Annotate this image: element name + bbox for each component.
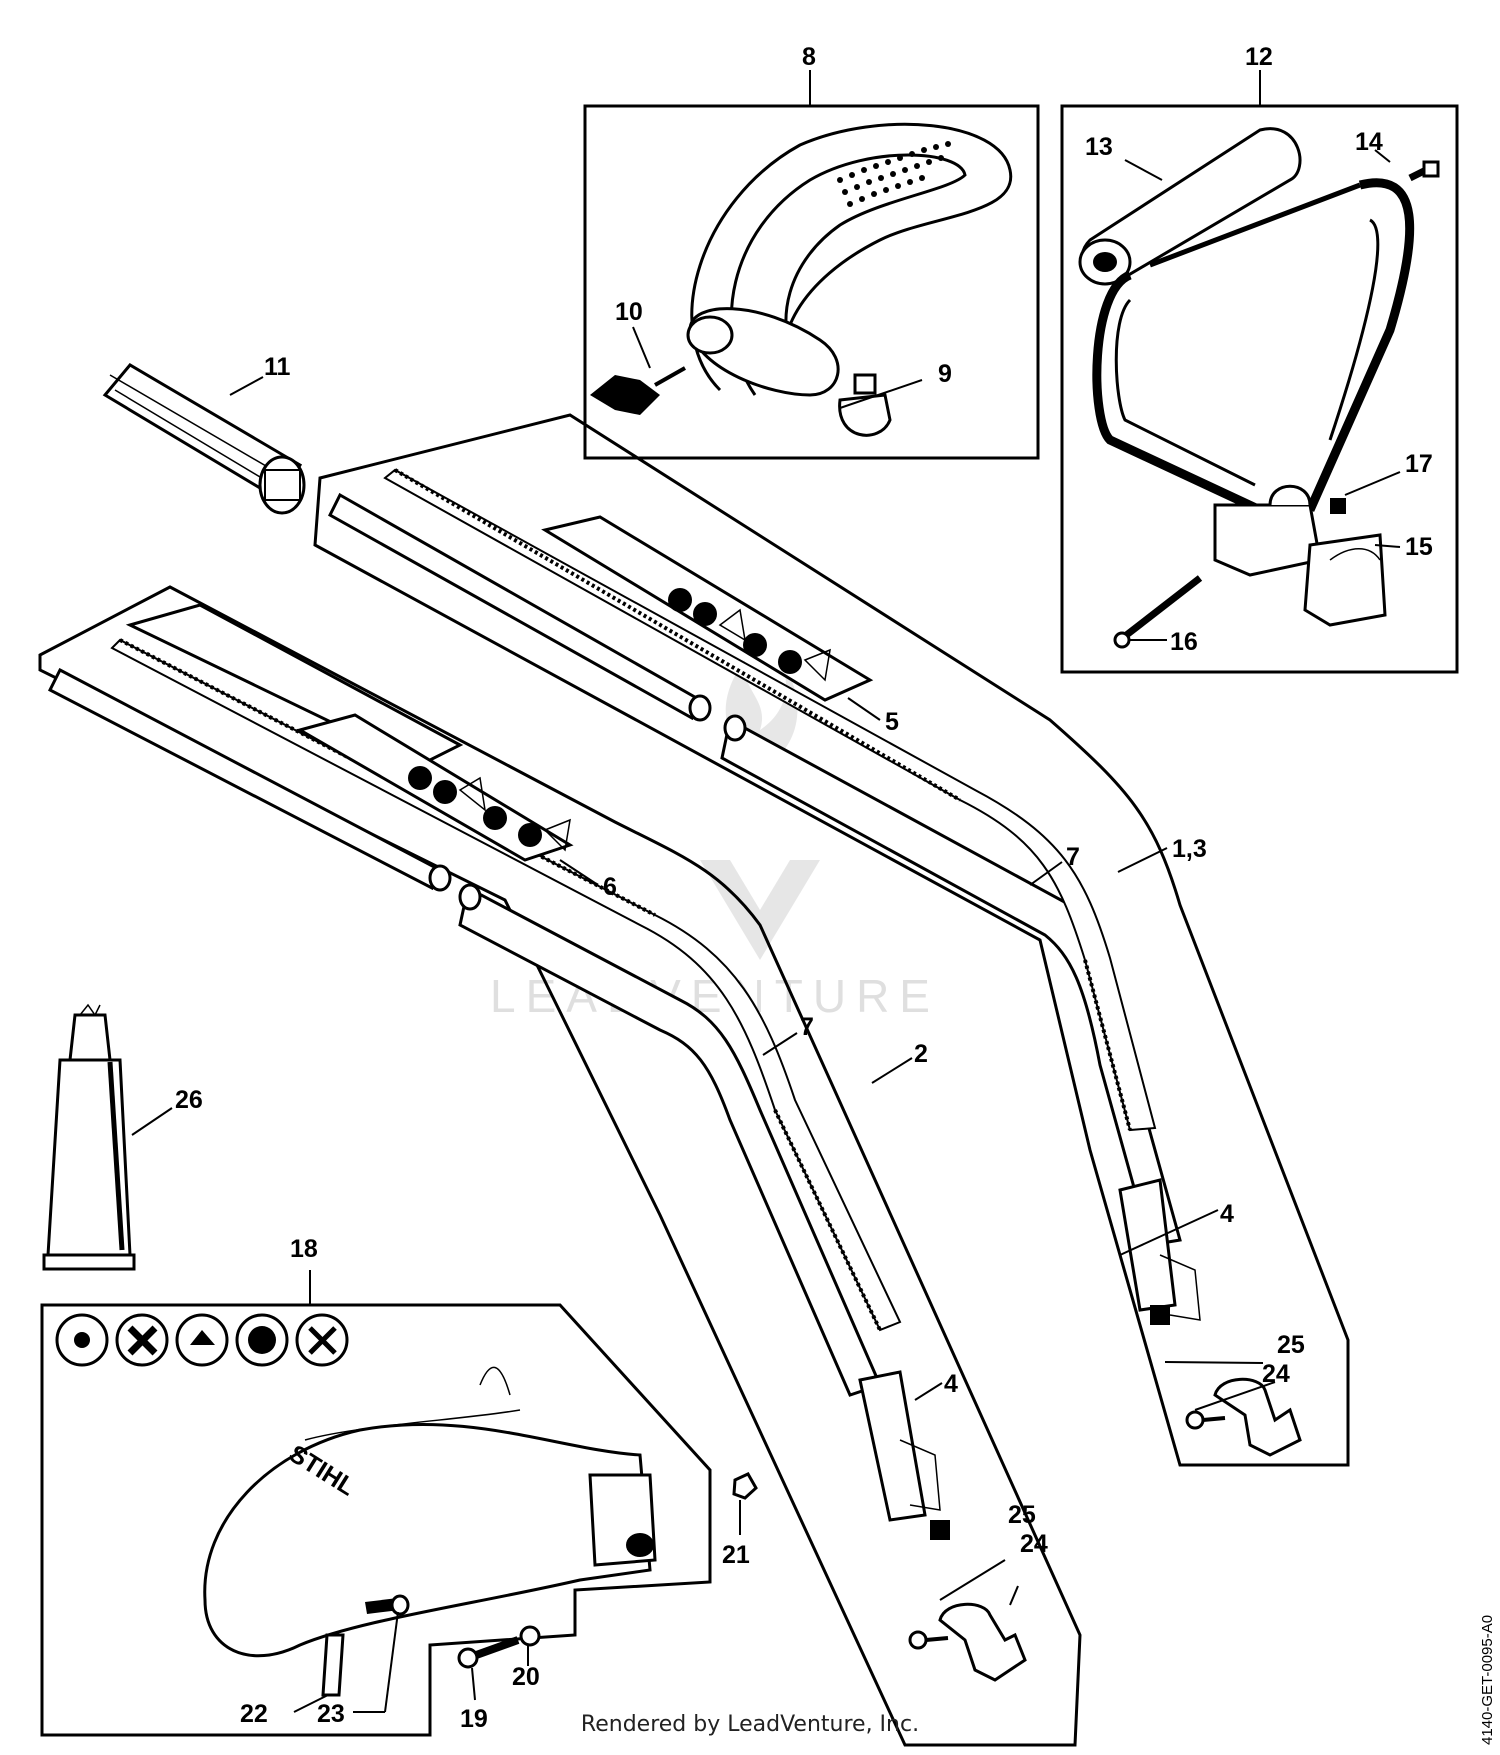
cutting-tool-icons <box>55 1313 349 1367</box>
label-6: 6 <box>603 873 617 901</box>
label-24-upper: 24 <box>1262 1360 1290 1388</box>
two-hand-handle-kit-box <box>1060 70 1459 674</box>
label-24-lower: 24 <box>1020 1530 1048 1558</box>
label-17: 17 <box>1405 450 1433 478</box>
tube-kit-lower-outline <box>38 585 1082 1747</box>
tube-kit-upper-outline <box>313 413 1350 1467</box>
label-11: 11 <box>264 353 291 381</box>
hose-part <box>102 363 306 515</box>
deflector-kit-box-outline <box>40 1303 712 1737</box>
label-2: 2 <box>914 1040 928 1068</box>
label-14: 14 <box>1355 128 1383 156</box>
label-15: 15 <box>1405 533 1433 561</box>
leader-lines <box>131 149 1401 1713</box>
label-4-upper: 4 <box>1220 1200 1234 1228</box>
label-26: 26 <box>175 1086 203 1114</box>
label-23: 23 <box>317 1700 345 1728</box>
diagram-code: 4140-GET-0095-A0 <box>1479 1615 1496 1745</box>
label-7-upper: 7 <box>1066 843 1080 871</box>
label-9: 9 <box>938 360 952 388</box>
loop-handle-kit-box <box>583 70 1040 460</box>
label-25-upper: 25 <box>1277 1331 1305 1359</box>
label-5: 5 <box>885 708 899 736</box>
label-10: 10 <box>615 298 643 326</box>
label-8: 8 <box>802 43 816 71</box>
label-12: 12 <box>1245 43 1273 71</box>
label-18: 18 <box>290 1235 318 1263</box>
label-20: 20 <box>512 1663 540 1691</box>
label-1-3: 1,3 <box>1172 835 1207 863</box>
grease-tube-part <box>42 1003 136 1271</box>
label-7-lower: 7 <box>800 1013 814 1041</box>
label-16: 16 <box>1170 628 1198 656</box>
tube-kit-lower-contents <box>47 603 1027 1682</box>
label-25-lower: 25 <box>1008 1501 1036 1529</box>
label-13: 13 <box>1085 133 1113 161</box>
part-labels: 1,3 2 4 4 5 6 7 7 8 9 10 11 12 13 14 15 … <box>175 43 1433 1733</box>
label-19: 19 <box>460 1705 488 1733</box>
deflector-guard-part: STIHL <box>203 1366 758 1697</box>
label-4-lower: 4 <box>944 1370 958 1398</box>
label-21: 21 <box>722 1541 750 1569</box>
tube-kit-upper-contents <box>328 468 1302 1457</box>
render-credit: Rendered by LeadVenture, Inc. <box>580 1712 920 1737</box>
label-22: 22 <box>240 1700 268 1728</box>
